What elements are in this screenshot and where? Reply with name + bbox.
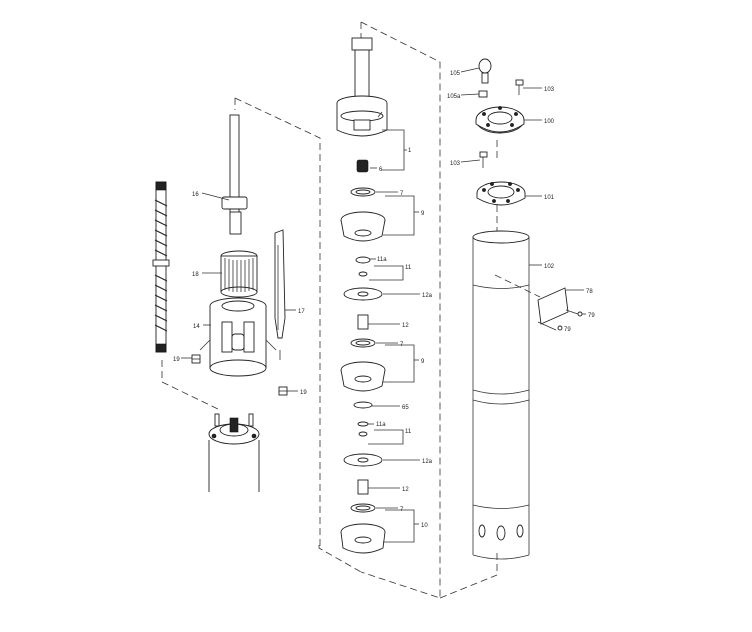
part-17-cable-guard (274, 229, 286, 360)
part-103-bolts (479, 79, 524, 168)
leader-lines (181, 67, 586, 543)
label-78: 78 (586, 289, 593, 295)
label-101: 101 (544, 195, 555, 201)
part-6-spring (356, 159, 369, 173)
label-18: 18 (192, 272, 199, 278)
label-1: 1 (408, 148, 412, 154)
label-7-middle: 7 (400, 342, 404, 348)
label-11a-upper: 11a (377, 257, 387, 263)
label-19-right: 19 (300, 390, 307, 396)
label-7-upper: 7 (400, 191, 404, 197)
part-100-top-flange (475, 106, 525, 134)
label-6: 6 (379, 167, 383, 173)
label-12-upper: 12 (402, 323, 409, 329)
label-105a: 105a (447, 94, 461, 100)
label-12a-lower: 12a (422, 459, 433, 465)
part-19-nuts (191, 354, 288, 396)
label-9-upper: 9 (421, 211, 425, 217)
stage-lower (340, 401, 386, 554)
label-105: 105 (450, 71, 461, 77)
assembly-guide-lines (161, 21, 541, 599)
label-17: 17 (298, 309, 305, 315)
label-11-lower: 11 (405, 429, 412, 435)
part-18-bearing-cage (220, 250, 258, 298)
label-12a-upper: 12a (422, 293, 433, 299)
part-105-lifting-eye (478, 58, 492, 98)
label-12-lower: 12 (402, 487, 409, 493)
label-100: 100 (544, 119, 555, 125)
label-14: 14 (193, 324, 200, 330)
part-1-discharge-head (336, 37, 388, 137)
label-103-top: 103 (544, 87, 555, 93)
cable-shaft-assembly (152, 181, 170, 353)
label-7-lower: 7 (400, 507, 404, 513)
part-16-shaft (221, 114, 248, 235)
label-19-left: 19 (173, 357, 180, 363)
label-11a-lower: 11a (376, 422, 386, 428)
stage-upper (340, 187, 386, 392)
label-79-right: 79 (588, 313, 595, 319)
label-9-lower: 9 (421, 359, 425, 365)
part-14-motor-bracket (199, 297, 277, 377)
part-102-pump-sleeve (472, 230, 530, 560)
label-103-mid: 103 (450, 161, 461, 167)
callout-labels: 1 6 7 9 11a 11 12a 12 7 9 65 11a 11 12a … (173, 71, 595, 529)
motor-body (208, 413, 260, 492)
label-65: 65 (402, 405, 409, 411)
label-16: 16 (192, 192, 199, 198)
label-79-left: 79 (564, 327, 571, 333)
label-11-upper: 11 (405, 265, 412, 271)
part-78-clamp (537, 287, 583, 331)
part-101-ring-flange (476, 181, 526, 206)
label-10: 10 (421, 523, 428, 529)
label-102: 102 (544, 264, 555, 270)
